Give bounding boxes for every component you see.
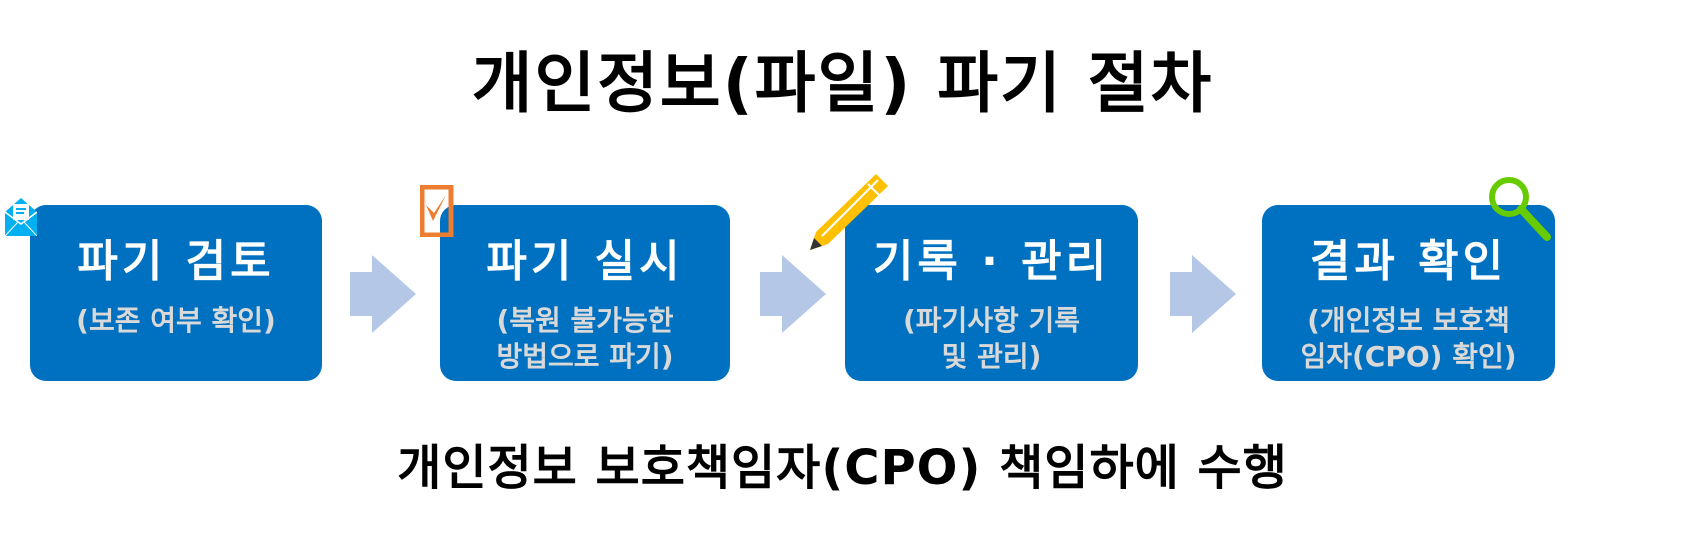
- magnifier-icon: [1489, 177, 1551, 241]
- detail-line: (개인정보 보호책: [1307, 304, 1510, 337]
- detail-line: 방법으로 파기): [496, 340, 674, 373]
- arrow-right-icon: [1170, 255, 1236, 333]
- arrow-right-icon: [760, 255, 826, 333]
- detail-line: 임자(CPO) 확인): [1300, 340, 1517, 373]
- step-detail: (보존 여부 확인): [76, 304, 276, 337]
- step-heading: 파기 실시: [486, 236, 684, 287]
- step-heading: 결과 확인: [1309, 236, 1508, 287]
- footer-note: 개인정보 보호책임자(CPO) 책임하에 수행: [397, 440, 1288, 496]
- pencil-icon: [810, 174, 888, 250]
- step-review: 파기 검토 (보존 여부 확인): [30, 205, 322, 381]
- envelope-icon: [5, 198, 37, 236]
- detail-line: (복원 불가능한: [496, 304, 674, 337]
- detail-line: 및 관리): [941, 340, 1042, 373]
- checkbox-icon: [420, 185, 454, 237]
- diagram-title: 개인정보(파일) 파기 절차: [471, 45, 1214, 122]
- step-heading: 파기 검토: [77, 236, 275, 287]
- detail-line: (파기사항 기록: [902, 304, 1081, 337]
- arrow-right-icon: [350, 255, 416, 333]
- step-heading: 기록 · 관리: [872, 236, 1111, 287]
